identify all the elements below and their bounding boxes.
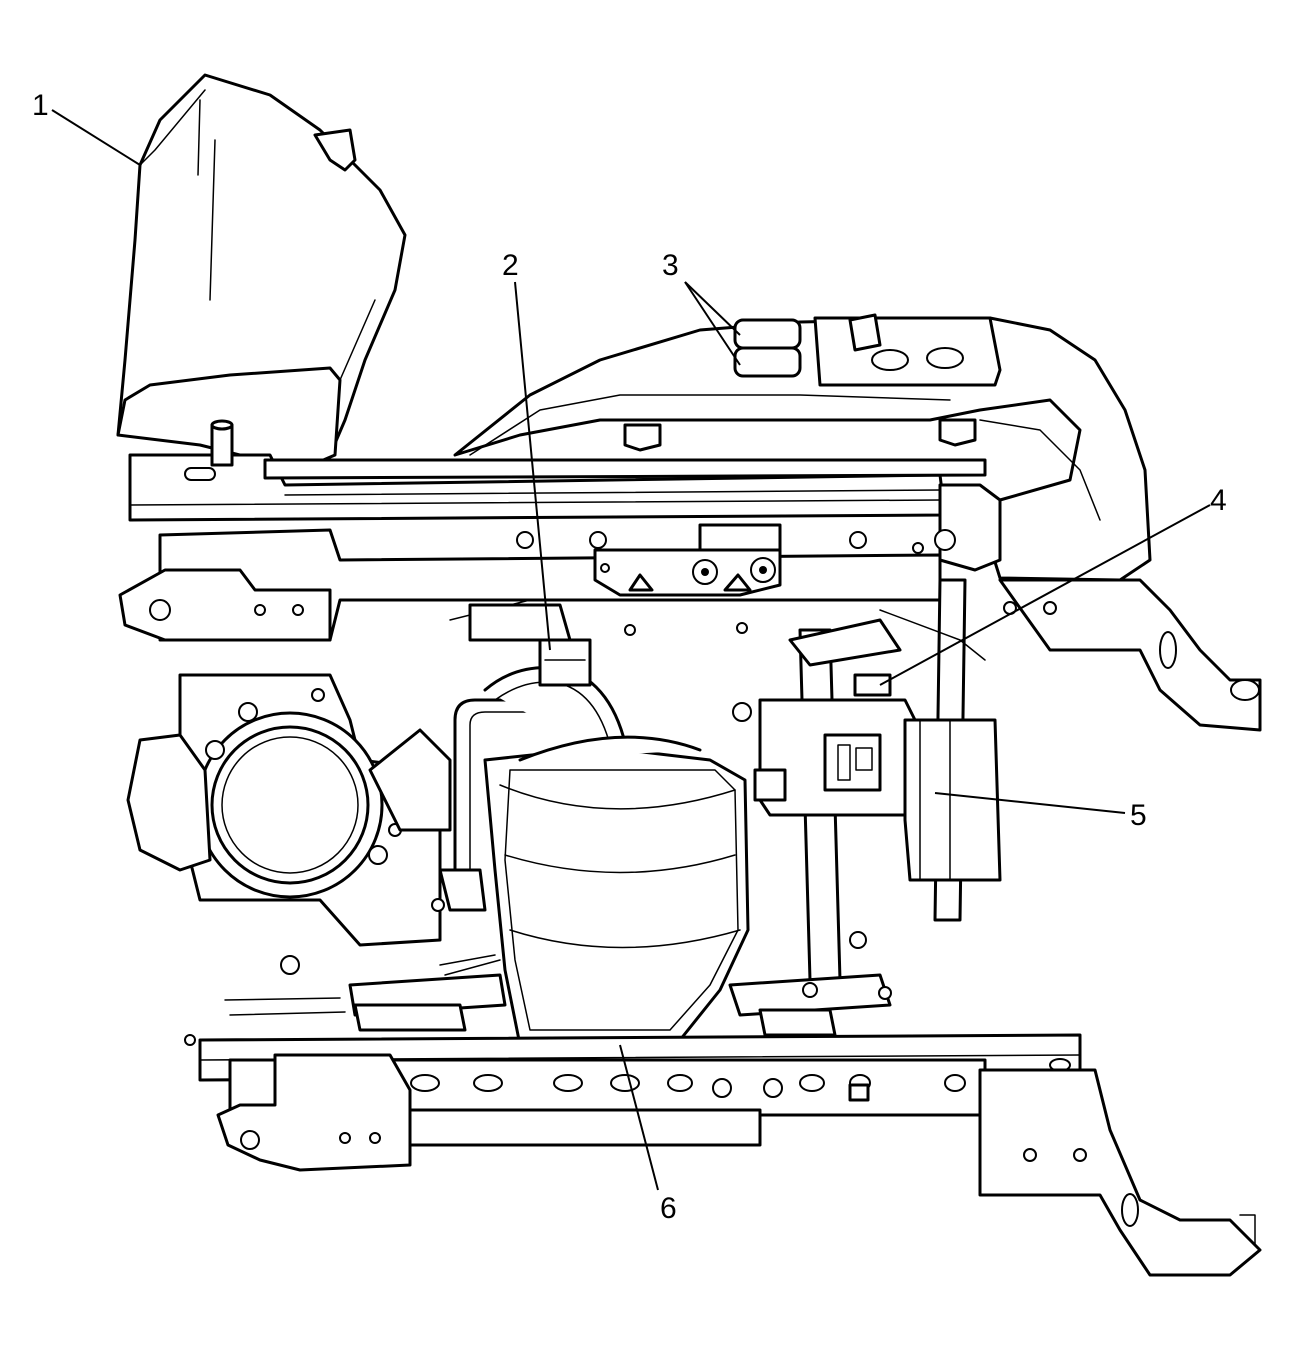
callout-5: 5 [1130, 799, 1147, 832]
leader-line-5 [934, 792, 1126, 814]
leader-line-4 [879, 504, 1211, 686]
lower-right-bracket [978, 1068, 1262, 1277]
seat-back [116, 73, 407, 472]
leader-line-3b [684, 281, 741, 366]
seat-cushion-frame [453, 316, 1152, 582]
callout-labels: 1 2 3 4 5 6 [32, 89, 1227, 1225]
lower-left-bracket [216, 1053, 412, 1172]
seat-adjuster-switches [733, 313, 1002, 387]
callout-6: 6 [660, 1192, 677, 1225]
callout-2: 2 [502, 249, 519, 282]
leader-line-1 [51, 109, 141, 166]
lower-linkage [184, 931, 892, 1046]
leader-line-3a [684, 281, 741, 336]
right-side-bracket [934, 483, 1262, 732]
lower-seat-track [198, 1033, 1082, 1147]
recliner-mechanism [126, 673, 452, 947]
control-module [732, 673, 1002, 882]
leader-line-2 [514, 281, 551, 651]
callout-1: 1 [32, 89, 49, 122]
motor-bracket [593, 523, 782, 597]
callout-3: 3 [662, 249, 679, 282]
callout-leaders [51, 109, 1211, 1191]
lumbar-bladder [483, 735, 750, 1047]
leader-line-6 [619, 1044, 659, 1191]
callout-4: 4 [1210, 484, 1227, 517]
